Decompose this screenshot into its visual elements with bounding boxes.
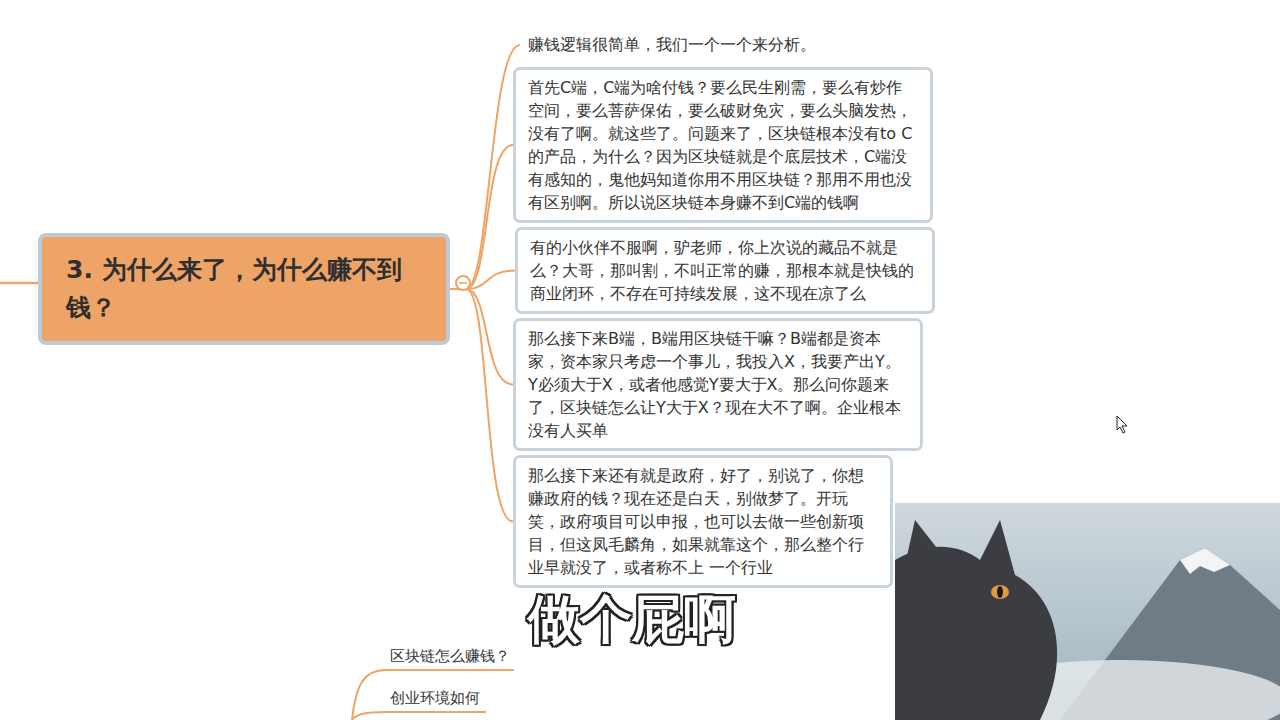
node-text: 那么接下来B端，B端用区块链干嘛？B端都是资本家，资本家只考虑一个事儿，我投入X…: [528, 327, 908, 442]
branch-connector: [450, 145, 513, 289]
text-card: 首先C端，C端为啥付钱？要么民生刚需，要么有炒作空间，要么菩萨保佑，要么破财免灾…: [513, 67, 933, 223]
branch-line: [352, 670, 514, 720]
node-text: 3. 为什么来了，为什么赚不到钱？: [66, 251, 422, 327]
parent-branch-line: [0, 282, 38, 285]
collapse-button: [459, 282, 467, 284]
node-text: 有的小伙伴不服啊，驴老师，你上次说的藏品不就是么？大哥，那叫割，不叫正常的赚，那…: [530, 236, 920, 305]
topic-text: 赚钱逻辑很简单，我们一个一个来分析。: [520, 32, 900, 58]
text-card: 那么接下来还有就是政府，好了，别说了，你想赚政府的钱？现在还是白天，别做梦了。开…: [513, 455, 893, 588]
branch-connector: [450, 45, 520, 289]
collapse-button: [456, 276, 470, 290]
node-text: 首先C端，C端为啥付钱？要么民生刚需，要么有炒作空间，要么菩萨保佑，要么破财免灾…: [528, 76, 918, 214]
mouse-cursor: [1117, 416, 1127, 433]
branch-connector: [450, 289, 513, 522]
branch-connector: [450, 271, 515, 290]
subtitle-caption: 做个屁啊: [528, 588, 736, 650]
topic-text: 创业环境如何: [390, 688, 480, 708]
branch-line: [352, 712, 486, 720]
central-topic: 3. 为什么来了，为什么赚不到钱？: [38, 233, 450, 345]
node-text: 那么接下来还有就是政府，好了，别说了，你想赚政府的钱？现在还是白天，别做梦了。开…: [528, 464, 878, 579]
text-card: 那么接下来B端，B端用区块链干嘛？B端都是资本家，资本家只考虑一个事儿，我投入X…: [513, 318, 923, 451]
topic-text: 区块链怎么赚钱？: [390, 646, 510, 666]
topic-inner: 3. 为什么来了，为什么赚不到钱？: [66, 251, 422, 327]
text-card: 有的小伙伴不服啊，驴老师，你上次说的藏品不就是么？大哥，那叫割，不叫正常的赚，那…: [515, 227, 935, 314]
node-text: 赚钱逻辑很简单，我们一个一个来分析。: [528, 34, 892, 56]
video-overlay-picture: [895, 503, 1280, 720]
